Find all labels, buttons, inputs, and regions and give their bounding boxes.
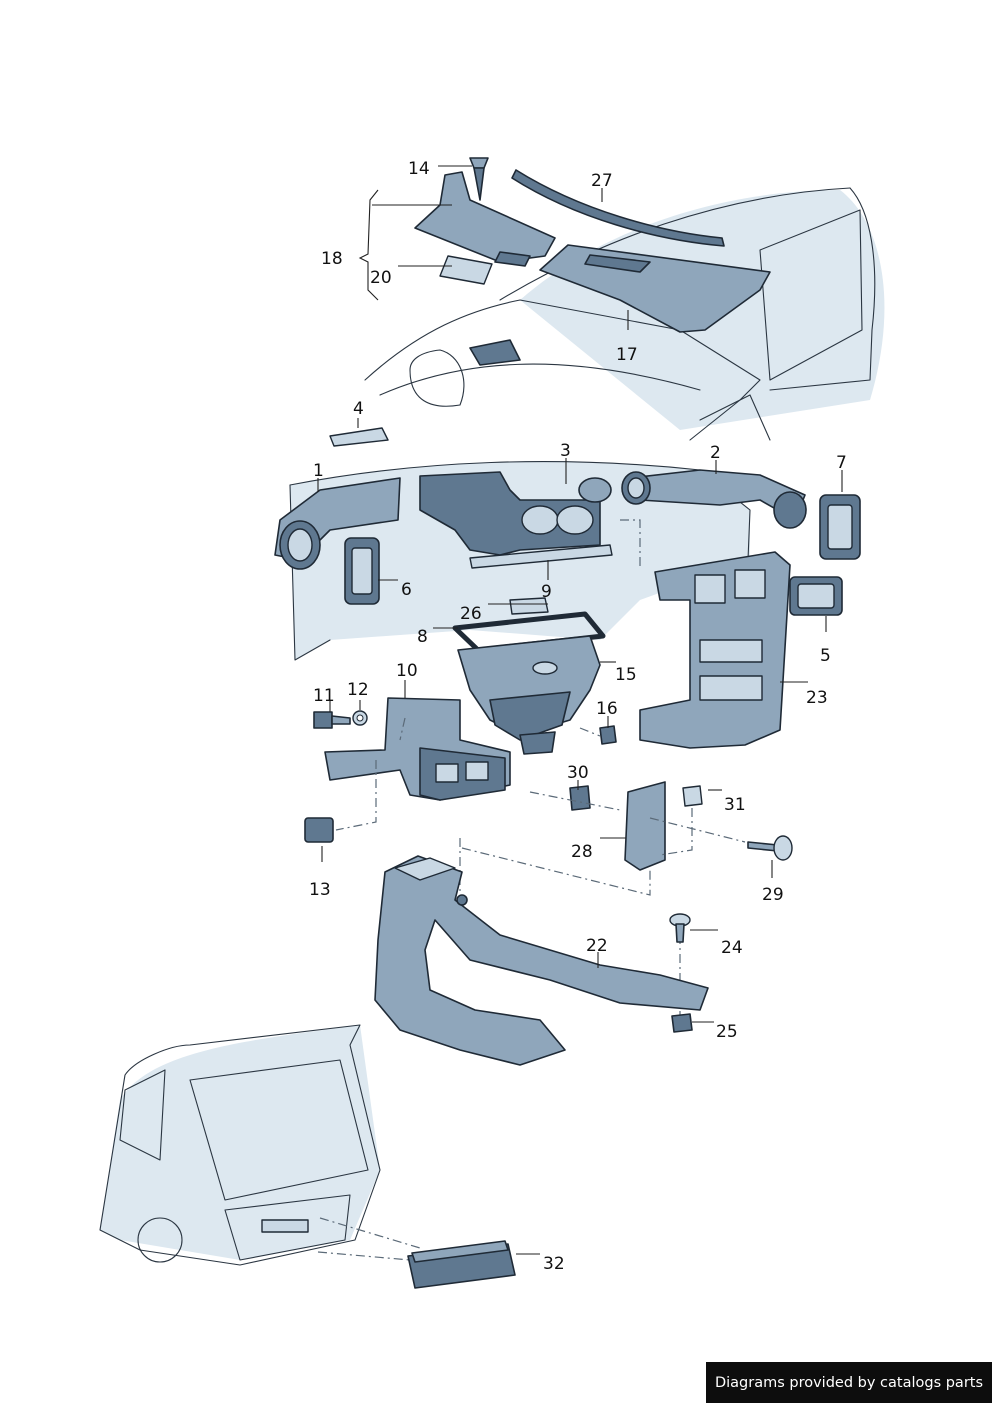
- part-31-nut: [682, 785, 703, 807]
- callout-12: 12: [347, 680, 369, 700]
- callout-7: 7: [836, 453, 847, 473]
- part-1-left-air-duct: [274, 477, 401, 570]
- part-26-seal: [509, 597, 549, 615]
- part-10-blower-housing: [324, 697, 511, 801]
- part-6-left-vent: [344, 537, 380, 605]
- part-4-duct: [329, 427, 389, 447]
- part-28-bracket: [624, 781, 666, 871]
- callout-28: 28: [571, 842, 593, 862]
- callout-31: 31: [724, 795, 746, 815]
- leader-lines: [317, 165, 843, 1255]
- callout-32: 32: [543, 1254, 565, 1274]
- callout-22: 22: [586, 936, 608, 956]
- callout-29: 29: [762, 885, 784, 905]
- callout-9: 9: [541, 582, 552, 602]
- part-20-cover: [439, 255, 493, 285]
- callout-23: 23: [806, 688, 828, 708]
- part-23-console-panel: [639, 551, 791, 749]
- part-22-support: [374, 855, 709, 1066]
- callout-6: 6: [401, 580, 412, 600]
- callout-5: 5: [820, 646, 831, 666]
- part-11-screw: [313, 711, 351, 729]
- part-16-nut: [599, 725, 617, 745]
- callout-10: 10: [396, 661, 418, 681]
- part-8-gasket-frame: [452, 611, 606, 653]
- callout-11: 11: [313, 686, 335, 706]
- callout-17: 17: [616, 345, 638, 365]
- part-13-connector: [304, 817, 334, 843]
- callout-3: 3: [560, 441, 571, 461]
- callout-14: 14: [408, 159, 430, 179]
- part-24-screw: [669, 913, 691, 943]
- part-5-centre-vent: [789, 576, 843, 616]
- part-17-plenum-cover-right: [539, 244, 771, 333]
- callout-30: 30: [567, 763, 589, 783]
- callout-18: 18: [321, 249, 343, 269]
- car-rear-outline: [99, 1024, 381, 1266]
- part-32-rear-vent: [407, 1240, 516, 1289]
- callout-16: 16: [596, 699, 618, 719]
- callout-27: 27: [591, 171, 613, 191]
- part-15-distribution-housing: [457, 635, 601, 755]
- callout-4: 4: [353, 399, 364, 419]
- part-2-right-air-duct: [621, 469, 807, 529]
- callout-20: 20: [370, 268, 392, 288]
- part-18-plenum-cover-left: [414, 171, 556, 263]
- part-25-clip-nut: [671, 1013, 693, 1033]
- callout-25: 25: [716, 1022, 738, 1042]
- callout-labels: 14 27 18 20 17 4 1 3 2 7 6 9 26 8 15 5 2…: [309, 159, 847, 1274]
- part-9-gasket: [469, 544, 613, 569]
- callout-24: 24: [721, 938, 743, 958]
- callout-26: 26: [460, 604, 482, 624]
- part-3-centre-distributor: [419, 471, 601, 556]
- callout-15: 15: [615, 665, 637, 685]
- catalog-credit-banner: Diagrams provided by catalogs parts: [706, 1362, 992, 1403]
- part-7-right-vent: [819, 494, 861, 560]
- callout-1: 1: [313, 461, 324, 481]
- callout-2: 2: [710, 443, 721, 463]
- callout-13: 13: [309, 880, 331, 900]
- part-29-screw: [747, 835, 793, 861]
- part-30-clip: [569, 785, 591, 811]
- part-3-centre-vents: [521, 477, 612, 535]
- part-27-seal-strip: [511, 169, 725, 247]
- catalog-credit-text: Diagrams provided by catalogs parts: [714, 1374, 984, 1391]
- part-14-clip: [469, 157, 489, 201]
- part-12-washer: [352, 710, 368, 726]
- callout-8: 8: [417, 627, 428, 647]
